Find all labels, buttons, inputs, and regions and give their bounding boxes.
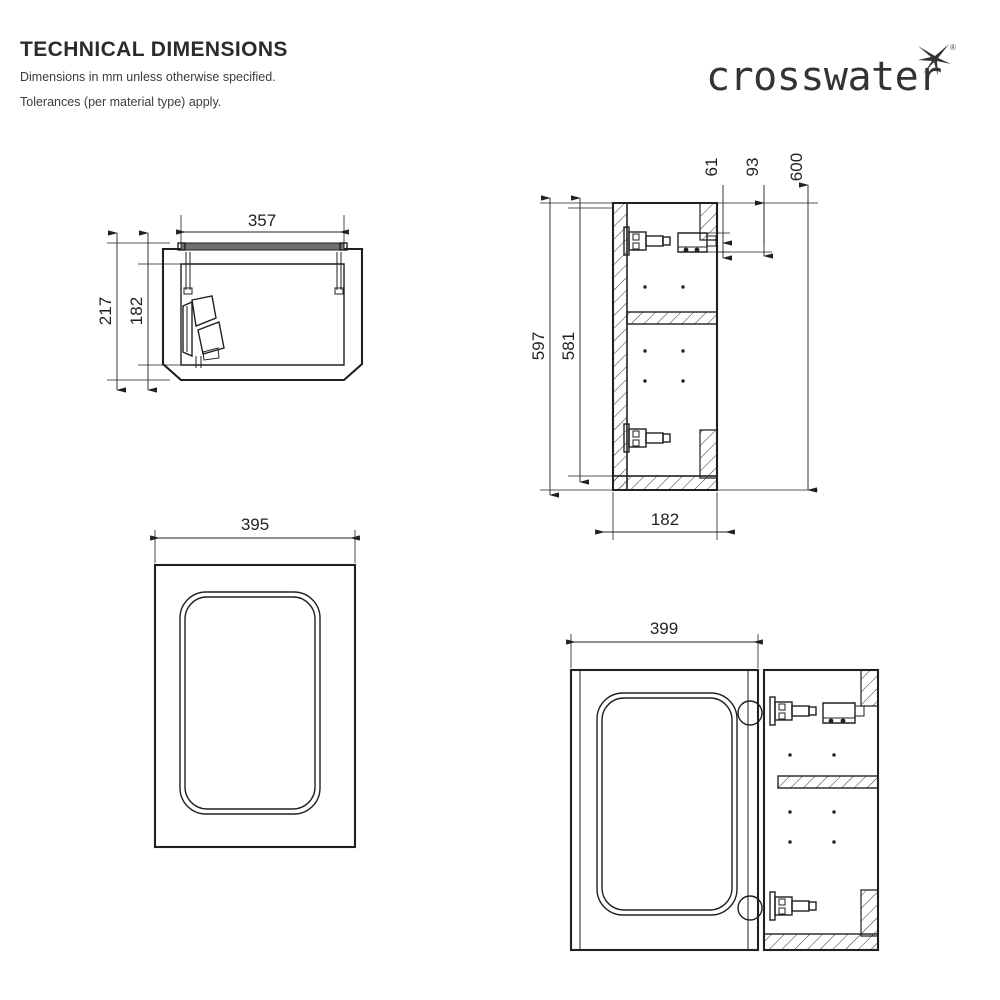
shelf-peg-dot — [681, 285, 685, 289]
front-view-bottom-left: 395 — [150, 515, 360, 849]
shelf-peg-dot — [788, 810, 792, 814]
shelf-peg-dot — [788, 840, 792, 844]
dimension-label-399: 399 — [650, 619, 678, 638]
shelf-peg-dot — [643, 285, 647, 289]
shelf-peg-dot — [681, 349, 685, 353]
dimension-label-93: 93 — [743, 158, 762, 177]
hinge-cup-lower — [737, 895, 763, 921]
shelf-peg-dot — [643, 379, 647, 383]
shelf-peg-dot — [643, 349, 647, 353]
dimension-label-600: 600 — [787, 153, 806, 181]
dimension-label-581: 581 — [559, 332, 578, 360]
dimension-182-plan: 182 — [127, 230, 185, 393]
dimension-label-597: 597 — [529, 332, 548, 360]
page-title: TECHNICAL DIMENSIONS — [20, 38, 288, 61]
section-view-top-right: 597 581 61 — [529, 153, 818, 540]
plan-view-top-left: 357 217 182 — [96, 211, 364, 393]
x-star-icon — [915, 40, 955, 85]
shelf-peg-dot — [832, 810, 836, 814]
dimension-399: 399 — [566, 619, 763, 668]
dimension-597: 597 — [529, 195, 612, 498]
hinge-cup-upper — [737, 700, 763, 726]
dimension-182-section: 182 — [595, 492, 735, 540]
dimension-label-182-section: 182 — [651, 510, 679, 529]
hinge-lower-section — [623, 423, 671, 453]
shelf-peg-dot — [832, 753, 836, 757]
dimension-label-217: 217 — [96, 297, 115, 325]
subtitle-tolerances: Tolerances (per material type) apply. — [20, 95, 222, 109]
dimension-93: 93 — [716, 158, 773, 259]
registered-mark: ® — [950, 43, 956, 52]
dimension-label-61: 61 — [702, 158, 721, 177]
brand-name: crosswater — [706, 54, 942, 100]
dimension-label-182-plan: 182 — [127, 297, 146, 325]
soft-close-damper-open — [822, 702, 865, 724]
hinge-upper-open — [769, 696, 817, 726]
dimension-217: 217 — [96, 230, 170, 393]
dimension-581: 581 — [559, 195, 612, 485]
shelf-peg-dot — [681, 379, 685, 383]
soft-close-damper — [677, 232, 717, 253]
shelf-peg-dot — [788, 753, 792, 757]
dimension-61: 61 — [702, 158, 732, 261]
hinge-lower-open — [769, 891, 817, 921]
hinge-detail-plan — [182, 295, 225, 368]
shelf-peg-dot — [832, 840, 836, 844]
dimension-395: 395 — [150, 515, 360, 563]
dimension-label-395: 395 — [241, 515, 269, 534]
brand-logo: crosswater ® — [706, 40, 956, 100]
subtitle-units: Dimensions in mm unless otherwise specif… — [20, 70, 276, 84]
dimension-label-357: 357 — [248, 211, 276, 230]
dimension-357: 357 — [176, 211, 349, 246]
open-door-view-bottom-right: 399 — [566, 619, 880, 952]
hinge-upper-section — [623, 226, 671, 256]
dimension-600: 600 — [717, 153, 818, 493]
